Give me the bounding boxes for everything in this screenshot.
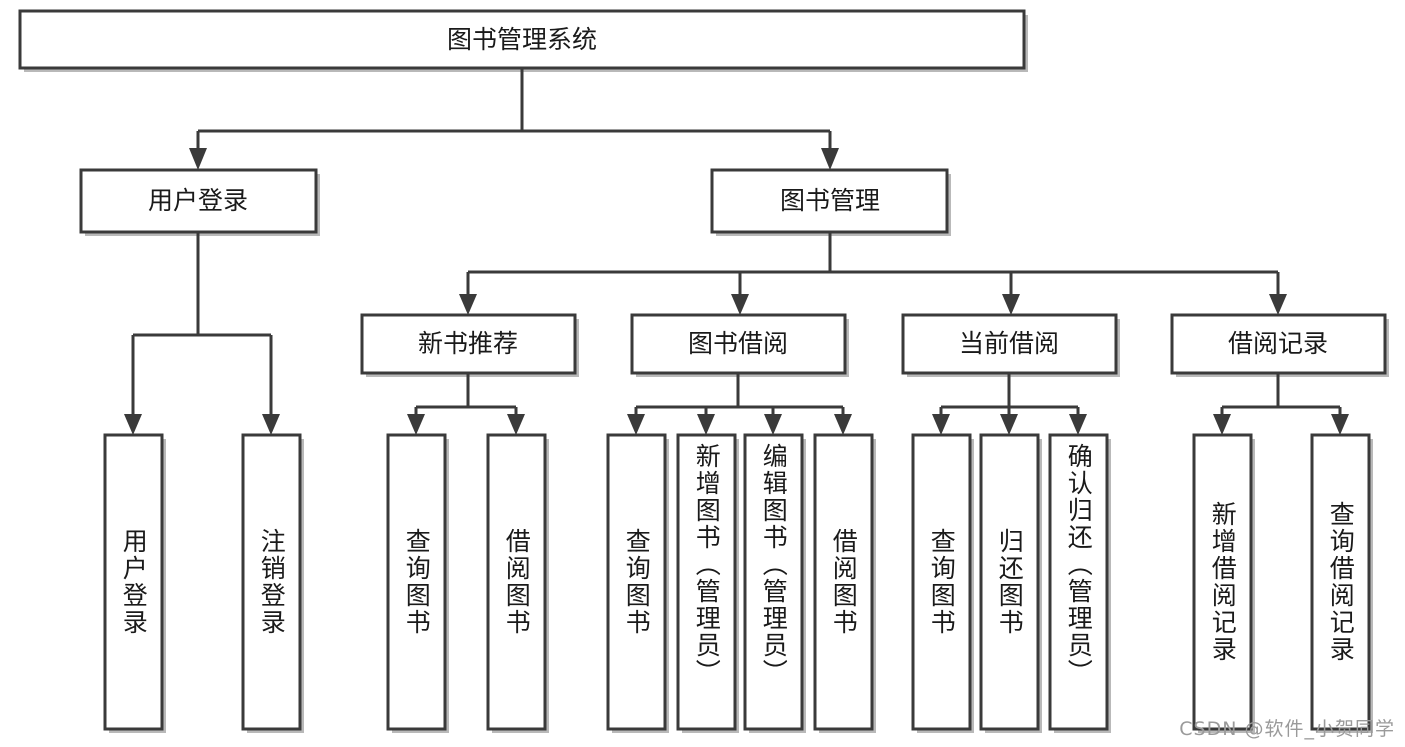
arrowhead-leaf-query-book-3 (932, 414, 950, 435)
node-user-login[interactable]: 用户登录 (79, 168, 320, 236)
edges-bookborrow-to-leaves (627, 373, 852, 435)
edges-bookmgmt-to-level3 (459, 232, 1287, 315)
arrowhead-leaf-return-book (1000, 414, 1018, 435)
edges-borrowrecord-to-leaves (1213, 373, 1349, 435)
node-leaf-query-record-box (1310, 433, 1371, 731)
node-leaf-add-record[interactable] (1192, 433, 1255, 733)
node-book-borrow[interactable]: 图书借阅 (630, 313, 849, 377)
node-leaf-query-book-2-box (606, 433, 667, 731)
node-user-login-box (79, 168, 318, 234)
arrowhead-leaf-borrow-book-1 (507, 414, 525, 435)
edges-currentborrow-to-leaves (932, 373, 1087, 435)
arrowhead-book-borrow (731, 294, 749, 315)
arrowhead-leaf-edit-book (764, 414, 782, 435)
arrowhead-borrow-record (1269, 294, 1287, 315)
node-leaf-borrow-book-1-box (486, 433, 547, 731)
node-leaf-borrow-book-2-box (813, 433, 874, 731)
arrowhead-leaf-borrow-book-2 (834, 414, 852, 435)
node-leaf-query-book-1[interactable] (386, 433, 449, 733)
node-leaf-user-login[interactable] (103, 433, 166, 733)
node-title-label: 图书管理系统 (447, 25, 597, 54)
node-book-management[interactable]: 图书管理 (710, 168, 951, 236)
node-leaf-query-record[interactable] (1310, 433, 1373, 733)
arrowhead-new-book-recommend (459, 294, 477, 315)
arrowhead-leaf-confirm-return (1069, 414, 1087, 435)
arrowhead-user-login (189, 148, 207, 170)
node-leaf-add-record-box (1192, 433, 1253, 731)
node-leaf-add-book-box (676, 433, 737, 731)
node-new-book-recommend-label: 新书推荐 (418, 329, 518, 358)
node-current-borrow[interactable]: 当前借阅 (901, 313, 1120, 377)
node-title[interactable]: 图书管理系统 (18, 9, 1028, 72)
node-leaf-edit-book-box (743, 433, 804, 731)
node-current-borrow-box (901, 313, 1118, 375)
node-leaf-query-book-3-box (911, 433, 972, 731)
node-leaf-add-book[interactable] (676, 433, 739, 733)
node-new-book-recommend[interactable]: 新书推荐 (360, 313, 579, 377)
node-book-management-box (710, 168, 949, 234)
node-book-management-label: 图书管理 (780, 186, 880, 215)
node-leaf-query-book-1-box (386, 433, 447, 731)
arrowhead-leaf-add-record (1213, 414, 1231, 435)
node-user-login-label: 用户登录 (148, 186, 248, 215)
node-leaf-logout-login[interactable] (241, 433, 304, 733)
node-leaf-borrow-book-1[interactable] (486, 433, 549, 733)
edges-userlogin-to-leaves (124, 232, 280, 435)
leaf-boxes (103, 433, 1373, 733)
csdn-watermark: CSDN @软件_小贺同学 (1179, 718, 1395, 740)
node-borrow-record[interactable]: 借阅记录 (1170, 313, 1389, 377)
node-borrow-record-label: 借阅记录 (1228, 329, 1328, 358)
arrowhead-current-borrow (1002, 294, 1020, 315)
arrowhead-book-management (821, 148, 839, 170)
arrowhead-leaf-query-record (1331, 414, 1349, 435)
arrowhead-leaf-query-book-2 (627, 414, 645, 435)
node-title-box (18, 9, 1026, 70)
node-leaf-borrow-book-2[interactable] (813, 433, 876, 733)
node-leaf-logout-login-box (241, 433, 302, 731)
arrowhead-leaf-add-book (697, 414, 715, 435)
node-book-borrow-label: 图书借阅 (688, 329, 788, 358)
node-current-borrow-label: 当前借阅 (959, 329, 1059, 358)
node-leaf-query-book-3[interactable] (911, 433, 974, 733)
node-leaf-return-book[interactable] (979, 433, 1042, 733)
node-new-book-recommend-box (360, 313, 577, 375)
node-leaf-confirm-return-box (1048, 433, 1109, 731)
node-leaf-edit-book[interactable] (743, 433, 806, 733)
node-borrow-record-box (1170, 313, 1387, 375)
edges-title-to-level2 (189, 68, 839, 170)
arrowhead-leaf-query-book-1 (407, 414, 425, 435)
edges-newbook-to-leaves (407, 373, 525, 435)
node-leaf-confirm-return[interactable] (1048, 433, 1111, 733)
arrowhead-leaf-user-login (124, 414, 142, 435)
node-leaf-query-book-2[interactable] (606, 433, 669, 733)
node-leaf-user-login-box (103, 433, 164, 731)
node-leaf-return-book-box (979, 433, 1040, 731)
arrowhead-leaf-logout-login (262, 414, 280, 435)
